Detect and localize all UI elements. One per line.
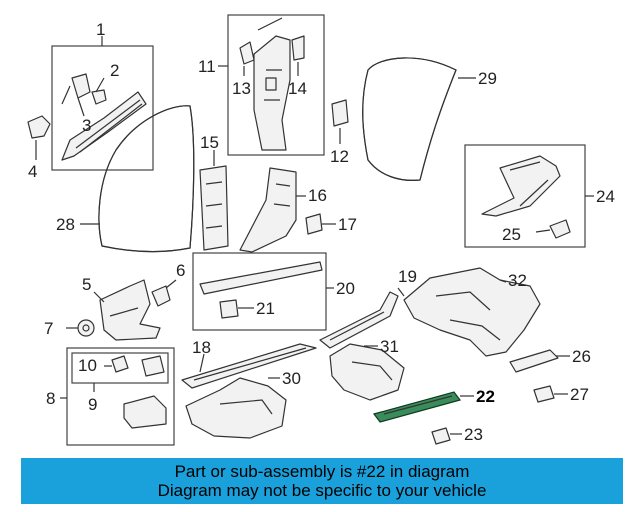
part-31-trim — [329, 343, 405, 401]
part-10-bolt — [111, 355, 129, 373]
callout-20: 20 — [336, 279, 355, 298]
callout-31: 31 — [380, 337, 399, 356]
group-frame-11 — [227, 14, 325, 156]
part-16-c-pillar-trim — [239, 167, 297, 253]
callout-4: 4 — [28, 162, 37, 181]
callout-2: 2 — [110, 61, 119, 80]
callout-16: 16 — [308, 186, 327, 205]
banner-line-2: Diagram may not be specific to your vehi… — [157, 481, 487, 500]
group-frame-9 — [71, 352, 169, 384]
part-2-clip — [91, 89, 107, 105]
part-19-sill-plate — [319, 291, 399, 349]
part-3-bracket — [71, 73, 91, 99]
part-nut — [141, 355, 165, 377]
part-24-trim-panel — [481, 155, 561, 217]
callout-21: 21 — [256, 299, 275, 318]
callout-3: 3 — [82, 116, 91, 135]
callout-8: 8 — [46, 389, 55, 408]
callout-30: 30 — [282, 369, 301, 388]
callout-23: 23 — [464, 425, 483, 444]
banner-line-1: Part or sub-assembly is #22 in diagram — [174, 462, 470, 481]
part-26-bracket — [509, 349, 559, 373]
callout-10: 10 — [78, 356, 97, 375]
group-frame-20 — [192, 252, 327, 331]
part-14-cover — [291, 35, 305, 61]
part-17-clip — [305, 213, 323, 235]
part-21-clip — [219, 299, 239, 319]
callout-17: 17 — [338, 215, 357, 234]
callout-32: 32 — [508, 271, 527, 290]
group-frame-8 — [66, 347, 175, 446]
callout-22: 22 — [476, 387, 495, 406]
callout-1: 1 — [96, 20, 105, 39]
callout-28: 28 — [56, 215, 75, 234]
part-30-kick-trim — [185, 377, 287, 439]
part-22-sill-strip — [372, 391, 462, 423]
part-15-pillar-trim — [199, 165, 229, 251]
part-29-door-seal — [362, 57, 457, 181]
callout-26: 26 — [572, 347, 591, 366]
part-13-clip — [239, 41, 255, 65]
part-cover — [123, 395, 167, 429]
callout-27: 27 — [570, 385, 589, 404]
callout-5: 5 — [82, 275, 91, 294]
parts-diagram: 1 2 3 4 5 6 7 8 9 10 11 12 13 14 15 16 1… — [27, 14, 615, 446]
callout-25: 25 — [502, 225, 521, 244]
callout-11: 11 — [198, 57, 216, 76]
part-11-b-pillar-trim — [253, 35, 291, 151]
part-23-clip — [431, 427, 451, 445]
info-banner: Part or sub-assembly is #22 in diagram D… — [21, 458, 623, 504]
part-25-clip — [549, 219, 571, 239]
callout-9: 9 — [88, 395, 97, 414]
part-20-sill-trim — [199, 261, 323, 295]
callout-24: 24 — [596, 187, 615, 206]
callout-12: 12 — [330, 147, 349, 166]
callout-7: 7 — [44, 319, 53, 338]
callout-13: 13 — [232, 79, 251, 98]
callout-18: 18 — [192, 338, 211, 357]
callout-14: 14 — [288, 79, 307, 98]
callout-29: 29 — [478, 69, 497, 88]
part-b-pillar-latch — [265, 77, 277, 91]
part-32-floor-carpet — [403, 267, 541, 357]
callout-19: 19 — [398, 267, 417, 286]
callout-15: 15 — [200, 133, 219, 152]
callout-6: 6 — [176, 261, 185, 280]
part-4-bracket — [27, 115, 51, 139]
part-1-sill-plate — [61, 91, 147, 161]
part-27-clip — [533, 385, 555, 403]
part-12-bracket — [331, 99, 349, 127]
part-6-clip — [151, 285, 171, 307]
